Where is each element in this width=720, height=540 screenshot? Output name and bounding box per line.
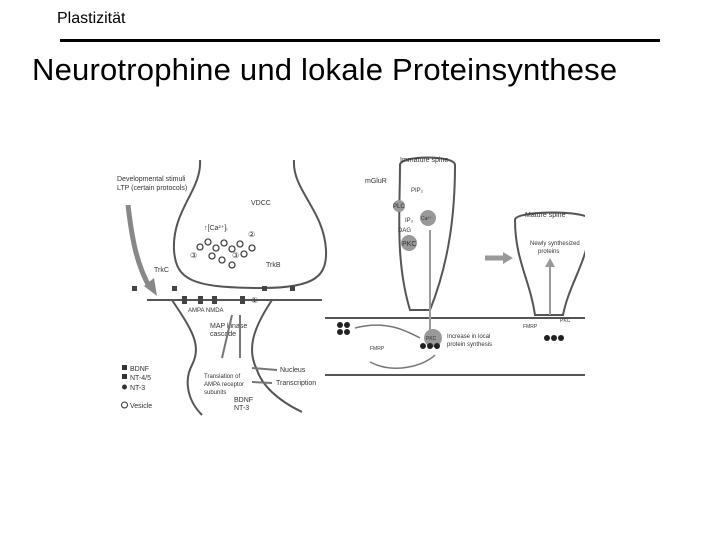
vdcc-label: VDCC [251, 200, 271, 207]
pip2-label: PIP₂ [411, 188, 424, 194]
bdnf-nt3-label-2: NT-3 [234, 405, 249, 412]
legend-nt3-label: NT-3 [130, 385, 145, 392]
slide-title: Neurotrophine und lokale Proteinsynthese [32, 52, 617, 88]
protein-arrowhead [545, 258, 555, 267]
map-kinase-label-2: cascade [210, 331, 236, 338]
transcription-arrow [252, 382, 272, 383]
increase-label-1: Increase in local [447, 334, 490, 340]
maturation-arrowhead [503, 252, 513, 264]
ca-label: Ca²⁺ [421, 216, 432, 222]
step-2-marker: ② [248, 230, 255, 239]
mature-spine-label: Mature spine [525, 212, 566, 219]
pkc-label: PKC [402, 241, 416, 248]
calcium-label: ↑[Ca²⁺]ᵢ [204, 225, 227, 232]
ip3-label: IP₃ [405, 218, 414, 224]
legend-vesicle-label: Vesicle [130, 403, 152, 410]
pkc-activated-label: PKC [426, 336, 437, 342]
section-label: Plastizität [57, 10, 125, 28]
stimuli-label-1: Developmental stimuli [117, 176, 186, 183]
dag-label: DAG [398, 228, 411, 234]
fmrp-label: FMRP [370, 346, 385, 352]
legend-nt45-label: NT-4/5 [130, 375, 151, 382]
bdnf-nt3-label-1: BDNF [234, 397, 253, 404]
translation-label-1: Translation of [204, 374, 240, 380]
translation-label-2: AMPA receptor [204, 382, 244, 388]
translation-label-3: subunits [204, 390, 226, 396]
step-1-marker: ① [251, 296, 258, 305]
legend-bdnf-label: BDNF [130, 366, 149, 373]
ampa-nmda-label: AMPA NMDA [188, 308, 224, 314]
trkb-label: TrkB [266, 262, 281, 269]
newly-synthesized-label-2: proteins [538, 249, 559, 255]
legend-nt3-swatch [122, 385, 127, 390]
pkc-right-label: PKC [560, 318, 571, 324]
trkc-label: TrkC [154, 267, 169, 274]
stimuli-label-2: LTP (certain protocols) [117, 185, 187, 192]
transcription-label: Transcription [276, 380, 316, 387]
legend-nt45-swatch [122, 374, 127, 379]
legend-bdnf-swatch [122, 365, 127, 370]
plc-label: PLC [393, 204, 405, 210]
translation-arrow [355, 325, 420, 338]
feedback-arrow [370, 355, 435, 368]
step-3-marker-left: ③ [190, 251, 197, 260]
title-rule [60, 39, 660, 42]
increase-label-2: protein synthesis [447, 342, 492, 348]
mglur-label: mGluR [365, 178, 387, 185]
newly-synthesized-label-1: Newly synthesized [530, 241, 580, 247]
spine-maturation-diagram: Immature spine mGluR PIP₂ PLC IP₃ DAG Ca… [325, 150, 585, 380]
fmrp-right-label: FMRP [523, 324, 538, 330]
nucleus-label: Nucleus [280, 367, 306, 374]
immature-spine-label: Immature spine [400, 157, 448, 164]
